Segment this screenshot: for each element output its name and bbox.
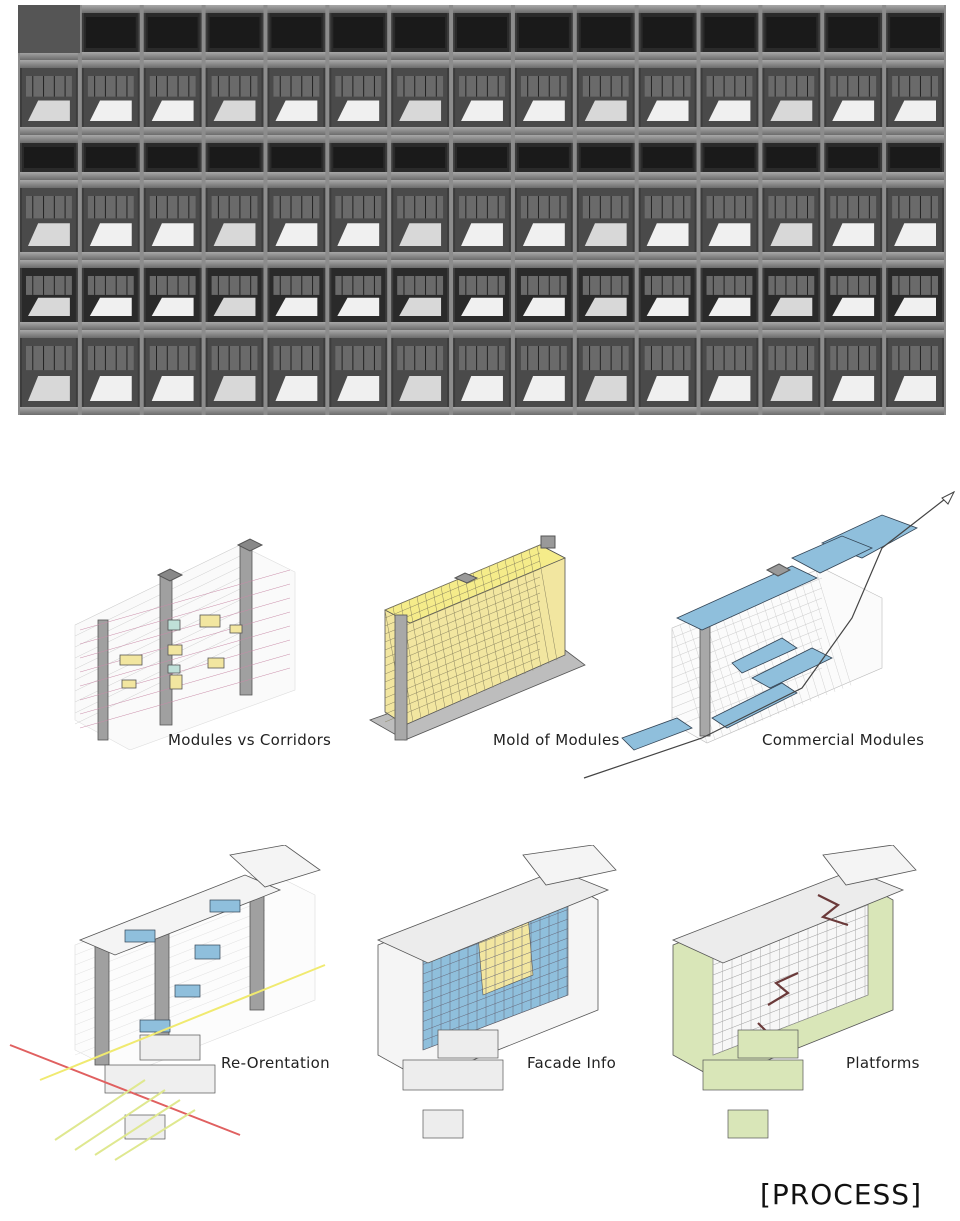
isometric-mold-diagram — [369, 535, 586, 741]
isometric-commercial-diagram — [583, 490, 956, 779]
page-title: [PROCESS] — [759, 1178, 922, 1211]
caption-platforms: Platforms — [846, 1054, 920, 1072]
caption-facade-info: Facade Info — [527, 1054, 617, 1072]
isometric-reorientation-diagram — [9, 845, 326, 1161]
isometric-facade-diagram — [376, 845, 617, 1139]
building-facade-photo — [18, 5, 946, 415]
caption-commercial-modules: Commercial Modules — [762, 731, 925, 749]
caption-modules-vs-corridors: Modules vs Corridors — [168, 731, 332, 749]
caption-mold-of-modules: Mold of Modules — [493, 731, 620, 749]
isometric-platforms-diagram — [671, 845, 917, 1139]
isometric-corridors-diagram — [74, 538, 296, 750]
caption-re-orentation: Re-Orentation — [221, 1054, 330, 1072]
